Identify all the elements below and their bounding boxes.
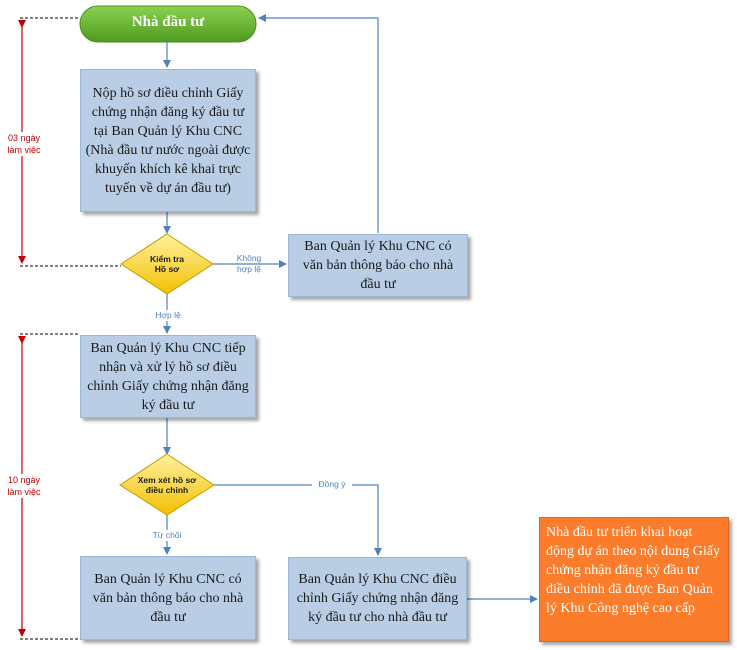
decision-check-text: Kiểm tra Hồ sơ	[149, 254, 184, 274]
duration-label-second: 10 ngày làm việc	[0, 474, 48, 498]
connector-notify-to-start	[258, 14, 379, 233]
start-label: Nhà đầu tư	[131, 14, 205, 30]
box-notify-reject-text: Ban Quản lý Khu CNC có văn bản thông báo…	[92, 571, 244, 625]
edge-label-agree: Đồng ý	[312, 479, 352, 490]
box-submit-dossier-text: Nộp hồ sơ điều chỉnh Giấy chứng nhận đăn…	[85, 85, 251, 196]
box-notify-invalid-text: Ban Quản lý Khu CNC có văn bản thông báo…	[302, 239, 454, 292]
box-notify-invalid: Ban Quản lý Khu CNC có văn bản thông báo…	[288, 234, 468, 297]
box-notify-reject: Ban Quản lý Khu CNC có văn bản thông báo…	[80, 556, 256, 640]
duration-label-first: 03 ngày làm việc	[0, 132, 48, 156]
box-adjust-certificate: Ban Quản lý Khu CNC điều chỉnh Giấy chứn…	[288, 557, 467, 640]
decision-check	[120, 233, 214, 295]
edge-label-valid: Hợp lệ	[146, 310, 190, 321]
connector-review-to-adjust	[214, 484, 382, 556]
box-implement-project: Nhà đầu tư triển khai hoạt động dự án th…	[539, 517, 729, 642]
start-terminal	[79, 5, 257, 43]
box-receive-process-text: Ban Quản lý Khu CNC tiếp nhận và xử lý h…	[87, 340, 249, 413]
box-adjust-certificate-text: Ban Quản lý Khu CNC điều chỉnh Giấy chứn…	[296, 572, 459, 625]
box-receive-process: Ban Quản lý Khu CNC tiếp nhận và xử lý h…	[80, 335, 256, 418]
edge-label-invalid: Không hợp lệ	[236, 253, 262, 274]
decision-review-text: Xem xét hồ sơ điều chỉnh	[137, 475, 197, 495]
box-implement-project-text: Nhà đầu tư triển khai hoạt động dự án th…	[546, 525, 721, 616]
box-submit-dossier: Nộp hồ sơ điều chỉnh Giấy chứng nhận đăn…	[80, 69, 256, 212]
edge-label-reject: Từ chối	[142, 530, 192, 541]
decision-review	[119, 453, 215, 516]
